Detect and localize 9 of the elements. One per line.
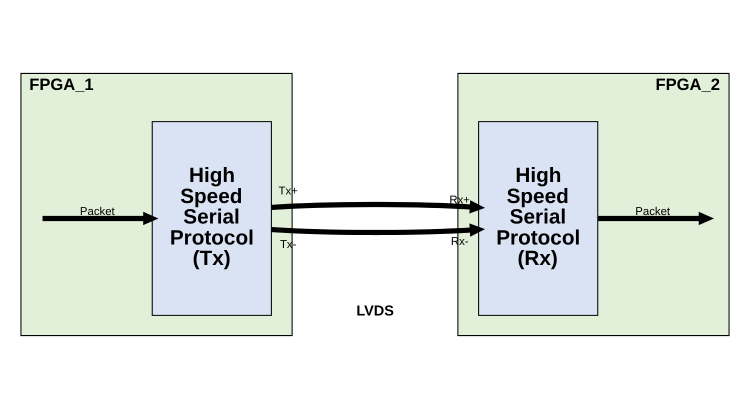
edge-label: Packet (635, 206, 670, 218)
node-box: High Speed Serial Protocol (Rx) (478, 120, 598, 316)
arrow (598, 211, 714, 225)
node-box: High Speed Serial Protocol (Tx) (152, 120, 272, 316)
edge-label: Packet (80, 206, 115, 218)
arrow (271, 222, 486, 236)
label: LVDS (356, 303, 394, 320)
arrow (42, 211, 158, 225)
arrow (271, 200, 486, 214)
